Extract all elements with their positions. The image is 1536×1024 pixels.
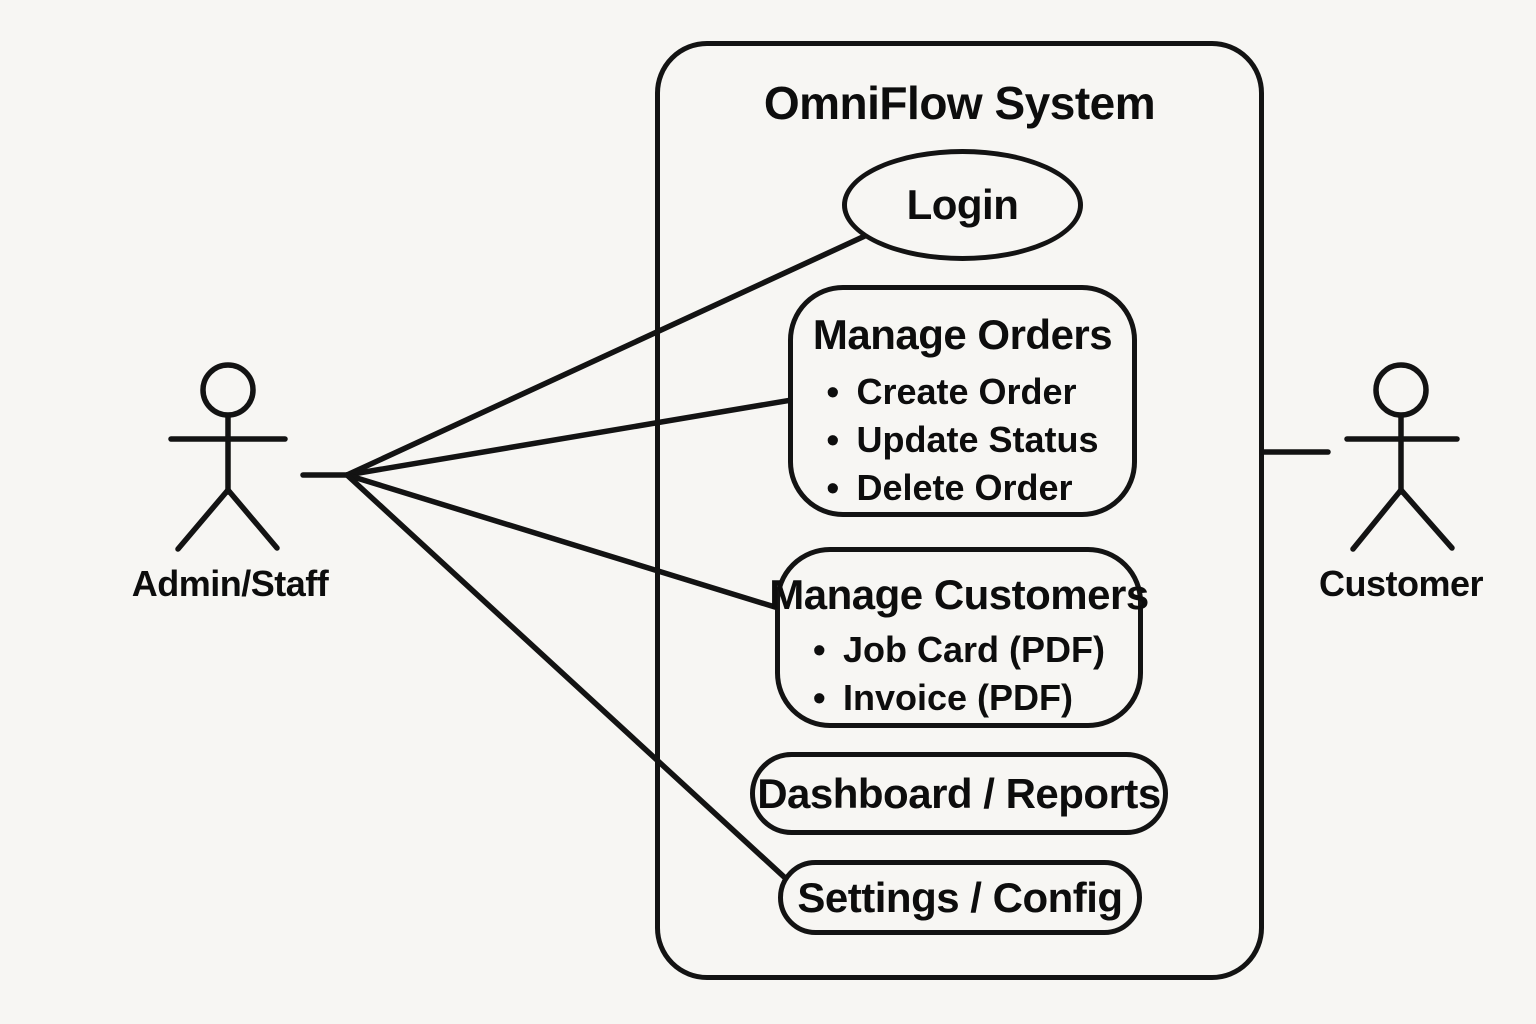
use-case-login: Login: [842, 149, 1083, 261]
admin-actor-label: Admin/Staff: [131, 563, 329, 604]
use-case-manage-orders: Manage Orders Create OrderUpdate StatusD…: [788, 285, 1137, 517]
admin-settings-association: [344, 472, 823, 913]
admin-manage-customers-association: [344, 472, 833, 627]
bullet-item: Job Card (PDF): [813, 626, 1105, 674]
actor-right-leg: [225, 487, 280, 551]
use-case-dashboard-reports-label: Dashboard / Reports: [757, 769, 1161, 817]
admin-manage-orders-association: [344, 388, 848, 478]
use-case-manage-customers-title: Manage Customers: [769, 571, 1149, 618]
actor-right-leg: [1398, 487, 1455, 551]
bullet-item: Invoice (PDF): [813, 674, 1105, 722]
system-boundary: OmniFlow System: [655, 41, 1264, 980]
use-case-manage-orders-title: Manage Orders: [812, 311, 1113, 358]
manage-customers-items: Job Card (PDF)Invoice (PDF): [813, 626, 1105, 722]
actor-head: [200, 362, 256, 418]
customer-actor: [1323, 352, 1493, 562]
system-title: OmniFlow System: [763, 77, 1156, 129]
use-case-settings-config-label: Settings / Config: [797, 873, 1123, 921]
actor-left-leg: [175, 487, 231, 552]
manage-orders-items: Create OrderUpdate StatusDelete Order: [826, 368, 1098, 512]
admin-actor-icon: [168, 362, 288, 552]
use-case-settings-config: Settings / Config: [778, 860, 1142, 935]
bullet-item: Update Status: [826, 416, 1098, 464]
actor-left-leg: [1350, 487, 1404, 552]
actor-head: [1373, 362, 1429, 418]
customer-actor-label: Customer: [1318, 563, 1484, 604]
admin-login-association: [344, 226, 883, 478]
admin-actor: [150, 352, 320, 562]
use-case-manage-customers: Manage Customers Job Card (PDF)Invoice (…: [769, 547, 1149, 728]
bullet-item: Create Order: [826, 368, 1098, 416]
bullet-item: Delete Order: [826, 464, 1098, 512]
use-case-login-label: Login: [906, 181, 1019, 228]
use-case-dashboard-reports: Dashboard / Reports: [750, 752, 1168, 835]
customer-actor-icon: [1344, 362, 1460, 552]
